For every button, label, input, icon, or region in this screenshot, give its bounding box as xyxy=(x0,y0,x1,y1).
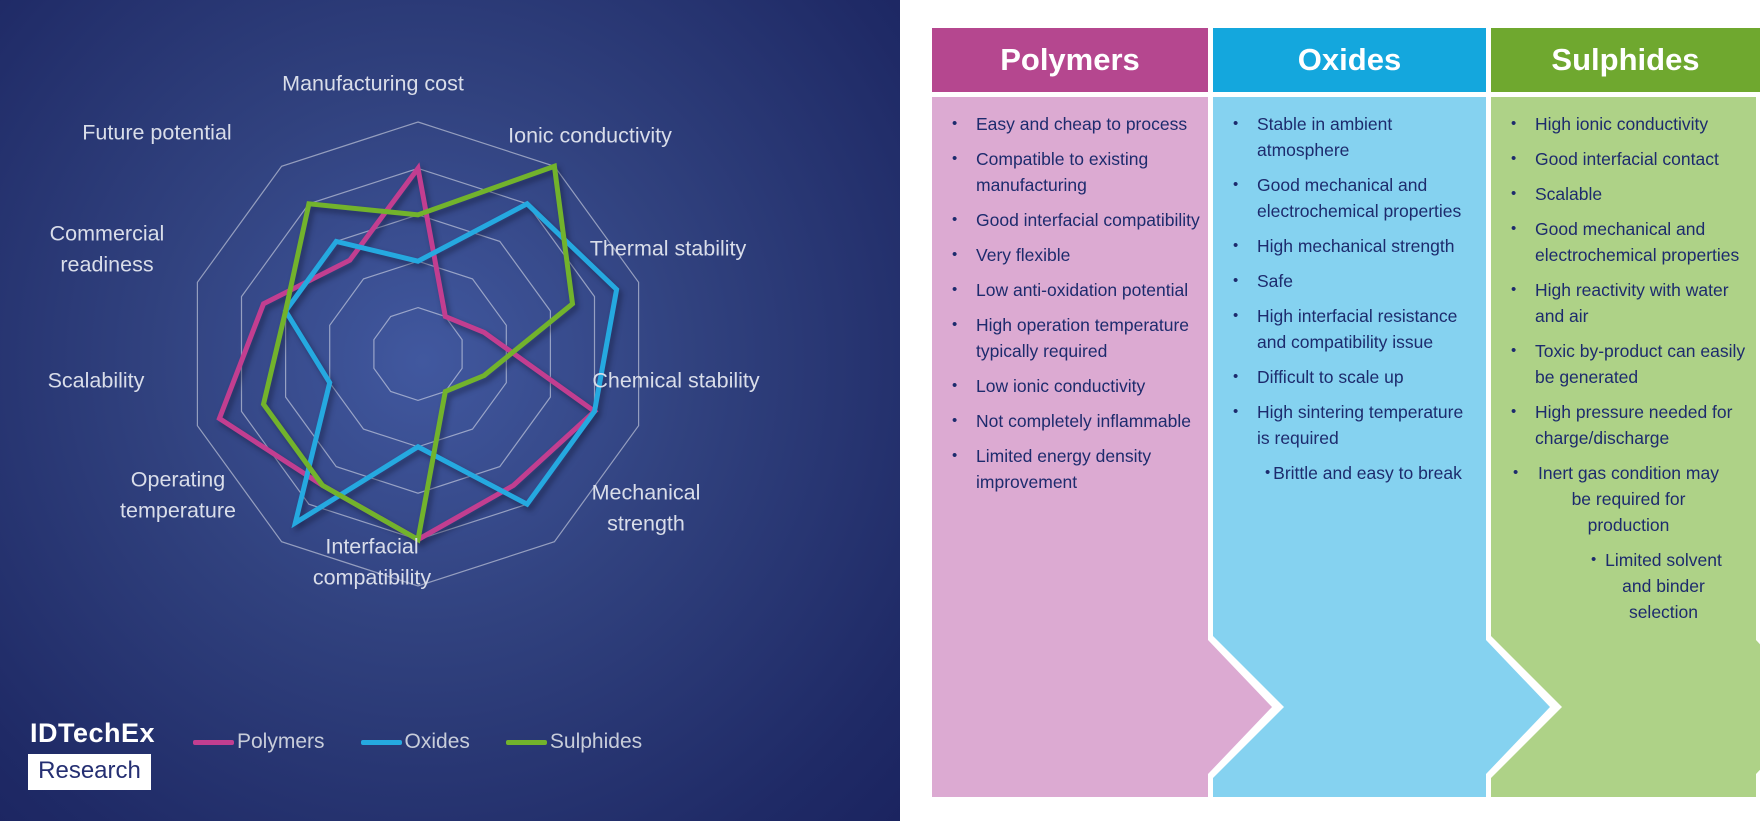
logo-research-box: Research xyxy=(28,754,151,790)
axis-label-thermal-stability: Thermal stability xyxy=(589,236,747,261)
column-body-sulphides: High ionic conductivityGood interfacial … xyxy=(1491,97,1756,797)
legend-swatch-sulphides xyxy=(505,739,547,745)
legend-item-oxides: Oxides xyxy=(360,730,470,754)
bullet-item: Limited solvent and binder selection xyxy=(1503,547,1750,625)
legend-item-polymers: Polymers xyxy=(193,730,325,754)
bullet-item: Good interfacial contact xyxy=(1503,146,1750,172)
bullet-item: Toxic by-product can easily be generated xyxy=(1503,338,1750,390)
bullet-item: High ionic conductivity xyxy=(1503,111,1750,137)
axis-label-commercial-readiness: Commercial readiness xyxy=(49,221,165,276)
bullet-item: Scalable xyxy=(1503,181,1750,207)
column-header-sulphides: Sulphides xyxy=(1491,28,1760,92)
bullet-item: High reactivity with water and air xyxy=(1503,277,1750,329)
column-body-polymers: Easy and cheap to processCompatible to e… xyxy=(932,97,1208,797)
bullet-item: Very flexible xyxy=(944,242,1202,268)
bullet-item: Stable in ambient atmosphere xyxy=(1225,111,1480,163)
column-header-oxides: Oxides xyxy=(1213,28,1486,92)
legend-item-sulphides: Sulphides xyxy=(505,730,643,754)
axis-label-scalability: Scalability xyxy=(47,368,145,393)
bullet-item: Low anti-oxidation potential xyxy=(944,277,1202,303)
axis-label-operating-temperature: Operating temperature xyxy=(120,467,236,522)
bullet-item: Inert gas condition may be required for … xyxy=(1503,460,1750,538)
radar-chart xyxy=(196,121,640,587)
column-body-oxides: Stable in ambient atmosphereGood mechani… xyxy=(1213,97,1486,797)
bullet-item: Brittle and easy to break xyxy=(1225,460,1480,486)
bullet-item: Easy and cheap to process xyxy=(944,111,1202,137)
axis-label-interfacial-compatibility: Interfacial compatibility xyxy=(312,534,432,589)
bullet-item: High operation temperature typically req… xyxy=(944,312,1202,364)
bullet-item: Good interfacial compatibility xyxy=(944,207,1202,233)
logo-wordmark: IDTechEx xyxy=(30,718,156,748)
legend-label: Oxides xyxy=(404,730,470,753)
bullet-item: High sintering temperature is required xyxy=(1225,399,1480,451)
bullet-item: High mechanical strength xyxy=(1225,233,1480,259)
legend-label: Sulphides xyxy=(549,730,643,753)
idtechex-logo: IDTechEx Research xyxy=(28,718,155,790)
legend-label: Polymers xyxy=(237,730,325,753)
bullet-item: Compatible to existing manufacturing xyxy=(944,146,1202,198)
bullet-item: Low ionic conductivity xyxy=(944,373,1202,399)
legend-swatch-oxides xyxy=(360,739,402,745)
radar-legend: Polymers Oxides Sulphides xyxy=(193,730,642,754)
radar-grid-ring xyxy=(196,121,640,587)
bullet-item: Limited energy density improvement xyxy=(944,443,1202,495)
radar-grid-ring xyxy=(329,260,507,448)
legend-swatch-polymers xyxy=(193,739,234,745)
axis-label-chemical-stability: Chemical stability xyxy=(592,368,760,393)
bullet-item: Good mechanical and electrochemical prop… xyxy=(1225,172,1480,224)
radar-series-oxides xyxy=(282,200,620,529)
bullet-item: High interfacial resistance and compatib… xyxy=(1225,303,1480,355)
axis-label-mechanical-strength: Mechanical strength xyxy=(591,480,701,535)
bullet-item: Not completely inflammable xyxy=(944,408,1202,434)
axis-label-manufacturing-cost: Manufacturing cost xyxy=(282,71,464,96)
bullet-item: Safe xyxy=(1225,268,1480,294)
bullet-item: High pressure needed for charge/discharg… xyxy=(1503,399,1750,451)
axis-label-future-potential: Future potential xyxy=(82,120,232,145)
sulphides-arrow xyxy=(1756,640,1760,774)
bullet-item: Difficult to scale up xyxy=(1225,364,1480,390)
radar-series-sulphides xyxy=(260,162,576,544)
column-header-polymers: Polymers xyxy=(932,28,1208,92)
bullet-item: Good mechanical and electrochemical prop… xyxy=(1503,216,1750,268)
axis-label-ionic-conductivity: Ionic conductivity xyxy=(508,123,672,148)
radar-grid-ring xyxy=(373,306,463,402)
